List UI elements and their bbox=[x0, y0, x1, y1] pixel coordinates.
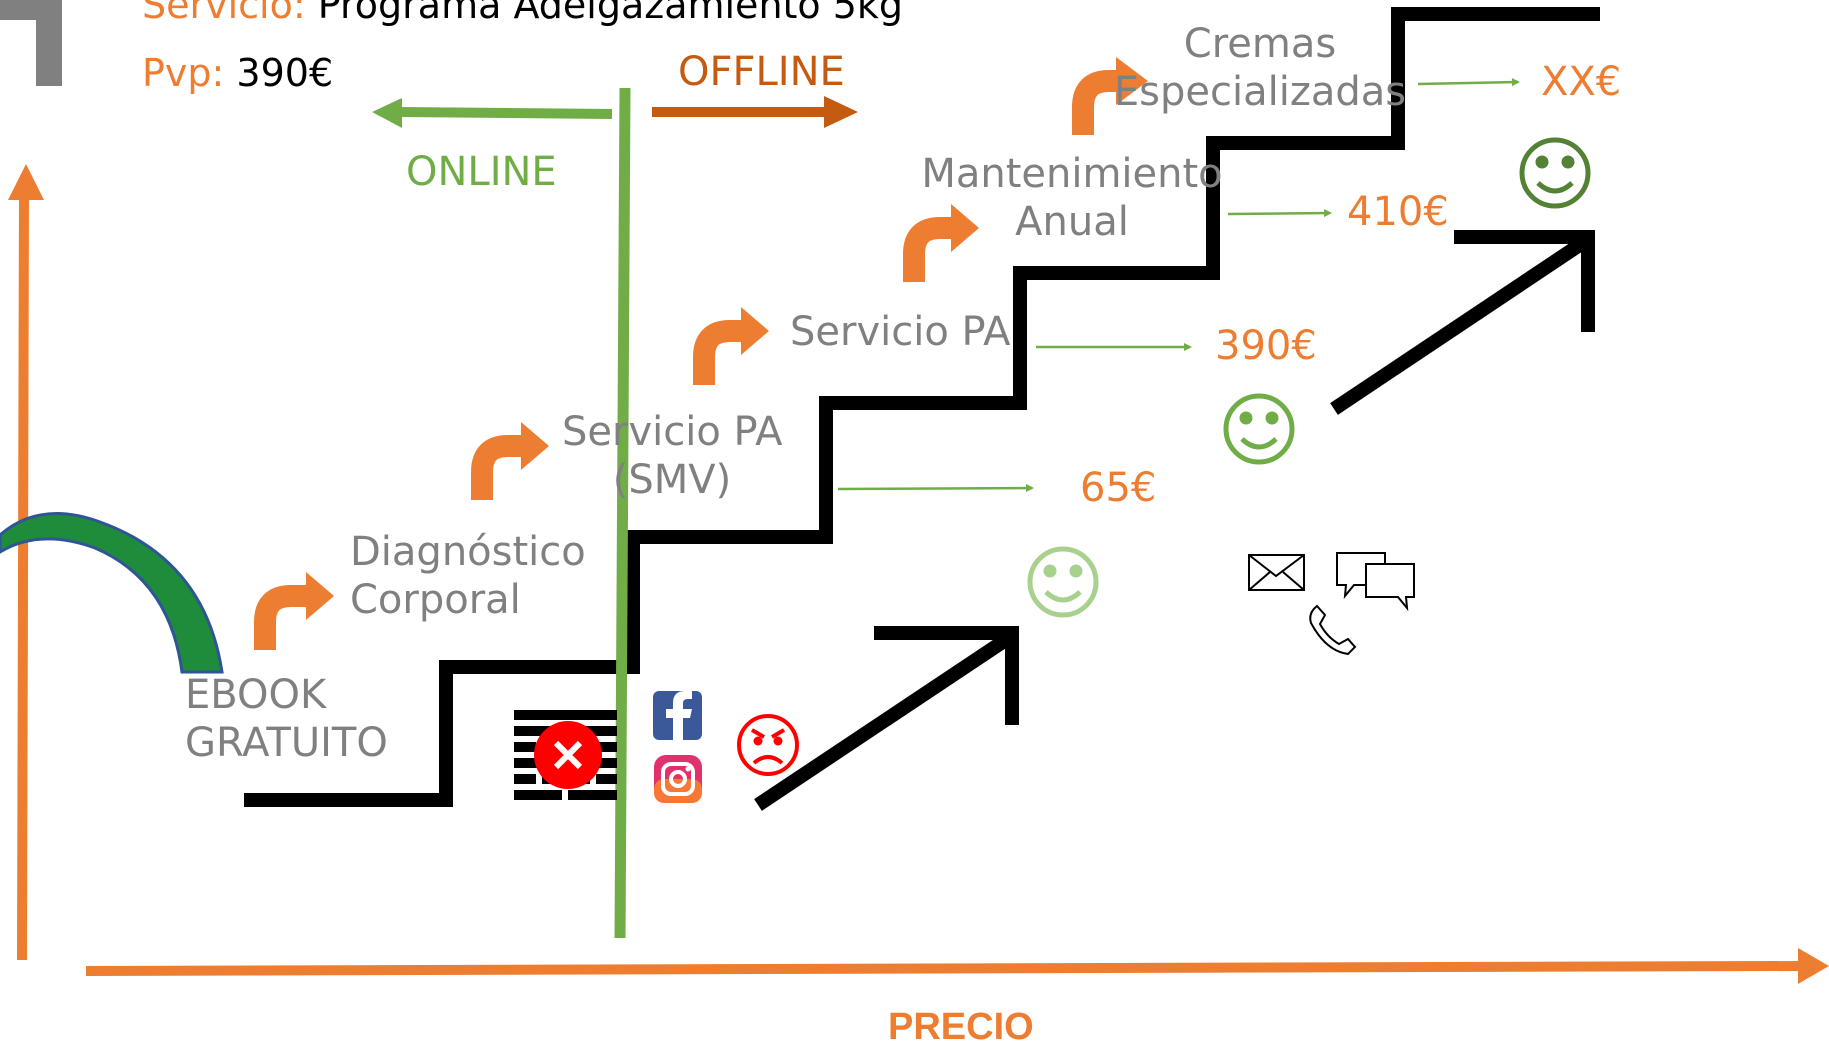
chat-bubbles-icon bbox=[1336, 552, 1415, 612]
price-arrow bbox=[1417, 78, 1520, 87]
step-label-cremas: Cremas Especializadas bbox=[1113, 21, 1407, 115]
price-step-cremas: XX€ bbox=[1541, 59, 1622, 105]
x-axis bbox=[85, 948, 1829, 984]
turn-arrow-icon bbox=[693, 320, 745, 385]
turn-arrow-icon bbox=[1072, 70, 1120, 135]
price-arrow bbox=[837, 484, 1034, 493]
price-step-mantenimiento: 410€ bbox=[1347, 189, 1449, 235]
instagram-icon bbox=[654, 755, 702, 803]
online-arrow bbox=[372, 98, 613, 128]
y-axis bbox=[8, 164, 44, 961]
phone-icon bbox=[1309, 604, 1357, 656]
turn-arrow-icon bbox=[254, 585, 310, 650]
smiley-face-icon bbox=[1223, 393, 1295, 465]
step-label-mantenimiento: Mantenimiento Anual bbox=[921, 151, 1223, 245]
price-label: Pvp: bbox=[142, 51, 225, 95]
step-label-servicio-smv: Servicio PA (SMV) bbox=[562, 409, 783, 503]
price-step-servicio-pa: 390€ bbox=[1215, 323, 1317, 369]
facebook-icon bbox=[653, 691, 702, 740]
trend-arrow-icon bbox=[1330, 230, 1595, 415]
service-value: Programa Adelgazamiento 5kg bbox=[317, 0, 904, 27]
channel-divider-line bbox=[614, 87, 631, 939]
step-label-servicio-pa: Servicio PA bbox=[790, 309, 1011, 355]
arch-icon bbox=[0, 512, 224, 674]
offline-arrow bbox=[652, 96, 858, 128]
price-header: Pvp: 390€ bbox=[142, 51, 333, 97]
x-axis-label: PRECIO bbox=[888, 1006, 1034, 1048]
staircase bbox=[244, 7, 1600, 807]
service-label: Servicio: bbox=[142, 0, 306, 27]
offline-label: OFFLINE bbox=[678, 49, 845, 95]
online-label: ONLINE bbox=[406, 149, 557, 195]
service-header: Servicio: Programa Adelgazamiento 5kg bbox=[142, 0, 903, 29]
trend-arrow-icon bbox=[754, 626, 1019, 811]
smiley-face-icon bbox=[1519, 137, 1591, 209]
envelope-icon bbox=[1248, 554, 1305, 591]
price-arrow bbox=[1227, 209, 1332, 218]
smiley-face-icon bbox=[1027, 546, 1099, 618]
step-label-diagnostico: Diagnóstico Corporal bbox=[350, 529, 586, 623]
corner-bracket-shape bbox=[0, 0, 62, 86]
price-value: 390€ bbox=[236, 51, 334, 95]
turn-arrow-icon bbox=[903, 217, 955, 282]
step-label-ebook: EBOOK GRATUITO bbox=[185, 672, 388, 766]
blocked-x-icon bbox=[534, 721, 602, 789]
turn-arrow-icon bbox=[471, 435, 525, 500]
price-step-smv: 65€ bbox=[1080, 465, 1157, 511]
angry-face-icon bbox=[737, 714, 799, 776]
